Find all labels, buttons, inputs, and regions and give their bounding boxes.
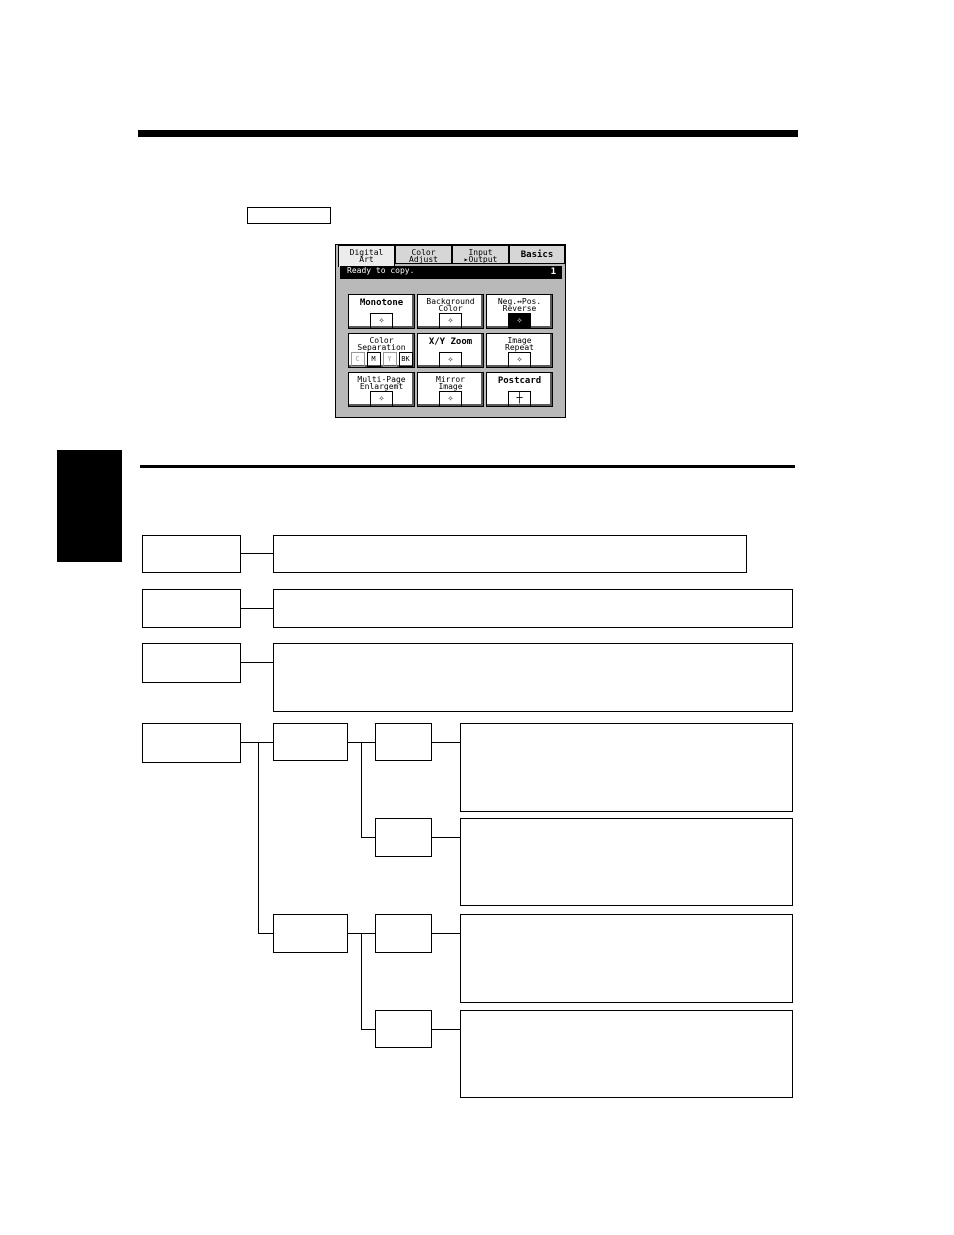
tree-leaf: [375, 914, 432, 953]
connector-line: [432, 742, 461, 743]
section-rule: [140, 465, 795, 468]
button-label: Neg.↔Pos. Reverse: [497, 297, 542, 313]
connector-line: [361, 1029, 376, 1030]
description-box: [273, 589, 793, 628]
button-label: Mirror Image: [436, 375, 465, 391]
banana-grid-icon: ✧: [439, 313, 462, 328]
monotone-button[interactable]: Monotone ✧: [348, 294, 415, 329]
button-label: Background Color: [426, 297, 475, 313]
connector-line: [241, 742, 274, 743]
separation-bk: BK: [398, 352, 413, 367]
connector-line: [432, 933, 461, 934]
tree-leaf: [375, 818, 432, 857]
tree-node: [142, 535, 241, 573]
banana-repeat-icon: ✧: [508, 352, 531, 367]
button-label: Postcard: [497, 376, 542, 386]
control-panel: Digital Art Color Adjust Input ▸Output B…: [335, 244, 566, 418]
tab-input-output[interactable]: Input ▸Output: [452, 245, 509, 264]
button-label: Multi-Page Enlargemt: [357, 375, 406, 391]
background-color-button[interactable]: Background Color ✧: [417, 294, 484, 329]
connector-line: [258, 742, 259, 933]
connector-line: [258, 933, 274, 934]
button-label: X/Y Zoom: [428, 337, 473, 347]
tab-color-adjust[interactable]: Color Adjust: [395, 245, 452, 264]
connector-line: [361, 742, 362, 837]
tab-label: Color Adjust: [409, 248, 438, 264]
tree-leaf: [375, 1010, 432, 1048]
connector-line: [348, 742, 376, 743]
banana-multipage-icon: ✧: [370, 391, 393, 406]
connector-line: [361, 933, 362, 1029]
connector-line: [241, 553, 274, 554]
tree-subnode: [273, 914, 348, 953]
description-box: [273, 535, 747, 573]
tab-digital-art[interactable]: Digital Art: [338, 245, 395, 267]
button-label: Image Repeat: [505, 336, 534, 352]
connector-line: [241, 608, 274, 609]
banana-icon: ✧: [370, 313, 393, 328]
button-label: Monotone: [359, 298, 404, 308]
separation-y: Y: [382, 352, 397, 367]
tree-node: [142, 589, 241, 628]
connector-line: [348, 933, 376, 934]
key-label-box: [247, 207, 331, 224]
description-box: [273, 643, 793, 712]
banana-mirror-icon: ✧: [439, 391, 462, 406]
postcard-grid-icon: ┼: [508, 391, 531, 406]
tree-node: [142, 723, 241, 763]
tab-basics[interactable]: Basics: [509, 245, 565, 264]
tree-node: [142, 643, 241, 683]
tree-leaf: [375, 723, 432, 761]
tab-label: Basics: [520, 250, 554, 260]
image-repeat-button[interactable]: Image Repeat ✧: [486, 333, 553, 368]
connector-line: [361, 837, 376, 838]
description-box: [460, 914, 793, 1003]
button-label: Color Separation: [357, 336, 406, 352]
description-box: [460, 1010, 793, 1098]
description-box: [460, 818, 793, 906]
banana-inverted-icon: ✧: [508, 313, 531, 328]
multi-page-enlargement-button[interactable]: Multi-Page Enlargemt ✧: [348, 372, 415, 407]
tab-label: Input ▸Output: [463, 248, 498, 264]
separation-m: M: [366, 352, 381, 367]
separation-c: C: [350, 352, 365, 367]
copy-count: 1: [550, 267, 556, 277]
description-box: [460, 723, 793, 812]
xy-zoom-button[interactable]: X/Y Zoom ✧: [417, 333, 484, 368]
tree-subnode: [273, 723, 348, 761]
connector-line: [432, 1029, 461, 1030]
status-bar: Ready to copy. 1: [340, 266, 562, 279]
mirror-image-button[interactable]: Mirror Image ✧: [417, 372, 484, 407]
banana-zoom-icon: ✧: [439, 352, 462, 367]
status-message: Ready to copy.: [347, 266, 415, 275]
chapter-side-tab: [57, 450, 122, 562]
postcard-button[interactable]: Postcard ┼: [486, 372, 553, 407]
neg-pos-reverse-button[interactable]: Neg.↔Pos. Reverse ✧: [486, 294, 553, 329]
connector-line: [432, 837, 461, 838]
connector-line: [241, 662, 274, 663]
tab-label: Digital Art: [349, 248, 384, 264]
top-rule: [138, 130, 798, 137]
